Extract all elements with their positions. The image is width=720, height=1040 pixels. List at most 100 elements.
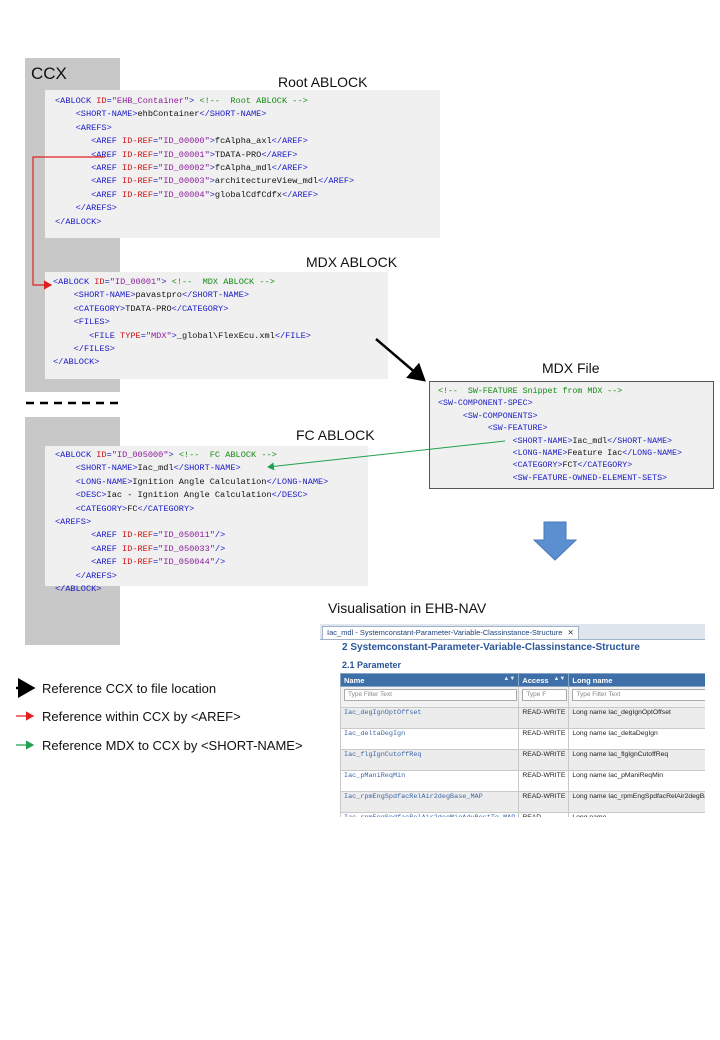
code-line: <CATEGORY>FCT</CATEGORY> [438,461,633,471]
table-header-row: Name▲▼ Access▲▼ Long name▲▼ Mo [339,673,705,687]
code-line: <ABLOCK ID="ID_005000"> <!-- FC ABLOCK -… [55,450,277,460]
code-line: <AREF ID-REF="ID_050033"/> [55,543,226,554]
cell-long: Long name Iac_deltaDegIgn [568,728,705,750]
root-ablock-title: Root ABLOCK [278,74,368,90]
code-line: <AREFS> [55,517,92,528]
code-line: <!-- SW-FEATURE Snippet from MDX --> [438,387,623,396]
code-line: <CATEGORY>FC</CATEGORY> [55,503,195,514]
cell-name[interactable]: Iac_flgIgnCutoffReq [339,749,520,771]
cell-access: READ-WRITE [518,770,570,792]
code-lines: <!-- SW-FEATURE Snippet from MDX --> <SW-… [438,386,682,485]
visualisation-title: Visualisation in EHB-NAV [328,600,487,616]
table-row[interactable]: Iac_rpmEngSpdfacRelAir2degMinAdvBestTq_M… [339,812,705,817]
code-line: <FILE TYPE="MDX">_global\FlexEcu.xml</FI… [53,330,311,341]
legend-green: Reference MDX to CCX by <SHORT-NAME> [42,738,303,753]
code-lines: <ABLOCK ID="ID_00001"> <!-- MDX ABLOCK -… [53,276,311,370]
cell-long: Long name Iac_degIgnOptOffset [568,707,705,729]
code-line: <LONG-NAME>Feature Iac</LONG-NAME> [438,449,682,459]
cell-long: Long name Iac_pManiReqMin [568,770,705,792]
code-line: <AREF ID-REF="ID_00003">architectureView… [55,176,355,187]
legend-red: Reference within CCX by <AREF> [42,709,241,724]
code-line: <ABLOCK ID="ID_00001"> <!-- MDX ABLOCK -… [53,277,275,287]
code-line: <DESC>Iac - Ignition Angle Calculation</… [55,490,308,501]
subsection-heading: 2.1 Parameter [342,660,402,670]
code-line: </ABLOCK> [55,584,102,595]
mdx-file-code: <!-- SW-FEATURE Snippet from MDX --> <SW-… [429,381,714,489]
cell-access: READ-WRITE [518,707,570,729]
down-arrow-icon [532,521,578,561]
code-line: </FILES> [53,344,115,355]
column-header-long-name[interactable]: Long name▲▼ [568,673,705,687]
cell-name[interactable]: Iac_rpmEngSpdfacRelAir2degBase_MAP [339,791,520,813]
code-line: <SW-FEATURE> [438,424,548,434]
code-lines: <ABLOCK ID="EHB_Container"> <!-- Root AB… [55,95,354,229]
sort-icon: ▲▼ [553,675,566,682]
tab-bar: Iac_mdl - Systemconstant-Parameter-Varia… [320,624,705,640]
code-line: <SW-COMPONENTS> [438,411,538,421]
code-line: <AREF ID-REF="ID_050044"/> [55,557,226,568]
ehb-nav-screenshot: Iac_mdl - Systemconstant-Parameter-Varia… [320,624,705,817]
legend-arrows [16,678,36,750]
mdx-file-title: MDX File [542,360,600,376]
column-header-name[interactable]: Name▲▼ [339,673,520,687]
code-line: <AREFS> [55,122,112,133]
fc-ablock-code: <ABLOCK ID="ID_005000"> <!-- FC ABLOCK -… [45,446,368,594]
code-line: <AREF ID-REF="ID_00000">fcAlpha_axl</ARE… [55,136,308,147]
code-line: </AREFS> [55,570,117,581]
file-black-arrow [375,338,426,382]
close-icon[interactable]: ✕ [567,628,574,637]
ccx-label: CCX [31,64,67,83]
cell-long: Long name Iac_flgIgnCutoffReq [568,749,705,771]
fc-ablock-title: FC ABLOCK [296,427,375,443]
filter-input-name[interactable]: Type Filter Text [344,689,518,701]
code-line: <SHORT-NAME>Iac_mdl</SHORT-NAME> [55,463,241,474]
sort-icon: ▲▼ [503,675,516,682]
shortname-green-arrow [267,440,506,471]
code-line: <SHORT-NAME>pavastpro</SHORT-NAME> [53,290,249,301]
code-line: </ABLOCK> [55,216,102,227]
cell-long: Long name Iac_rpmEngSpdfacRelAir2degBase… [568,791,705,813]
section-heading: 2 Systemconstant-Parameter-Variable-Clas… [342,642,640,653]
filter-input-long-name[interactable]: Type Filter Text [572,689,705,701]
legend-black: Reference CCX to file location [42,681,217,696]
cell-name[interactable]: Iac_degIgnOptOffset [339,707,520,729]
cell-name[interactable]: Iac_deltaDegIgn [339,728,520,750]
code-line: <FILES> [53,317,110,328]
parameter-table: Name▲▼ Access▲▼ Long name▲▼ Mo Type Filt… [339,673,705,817]
cell-name[interactable]: Iac_rpmEngSpdfacRelAir2degMinAdvBestTq_M… [339,812,520,817]
code-line: <CATEGORY>TDATA-PRO</CATEGORY> [53,303,229,314]
column-header-access[interactable]: Access▲▼ [518,673,570,687]
code-line: </AREFS> [55,203,117,214]
cell-name[interactable]: Iac_pManiReqMin [339,770,520,792]
code-line: <SHORT-NAME>Iac_mdl</SHORT-NAME> [438,436,673,446]
tab-title: Iac_mdl - Systemconstant-Parameter-Varia… [327,628,563,637]
code-lines: <ABLOCK ID="ID_005000"> <!-- FC ABLOCK -… [55,449,328,596]
aref-red-arrow [32,156,105,290]
mdx-ablock-code: <ABLOCK ID="ID_00001"> <!-- MDX ABLOCK -… [45,272,388,379]
code-line: </ABLOCK> [53,357,100,368]
code-line: <SHORT-NAME>ehbContainer</SHORT-NAME> [55,109,267,120]
code-line: <AREF ID-REF="ID_00004">globalCdfCdfx</A… [55,189,319,200]
code-line: <ABLOCK ID="EHB_Container"> <!-- Root AB… [55,96,308,106]
code-line: <SW-COMPONENT-SPEC> [438,399,533,409]
code-line: <AREF ID-REF="ID_00001">TDATA-PRO</AREF> [55,149,298,160]
cell-access: READ-WRITE [518,791,570,813]
code-line: <LONG-NAME>Ignition Angle Calculation</L… [55,476,329,487]
root-ablock-code: <ABLOCK ID="EHB_Container"> <!-- Root AB… [45,90,440,238]
code-line: <AREF ID-REF="ID_00002">fcAlpha_mdl</ARE… [55,163,308,174]
code-line: <SW-FEATURE-OWNED-ELEMENT-SETS> [438,473,668,483]
filter-row: Type Filter Text Type F Type Filter Text… [339,686,705,708]
dashed-separator [26,401,120,405]
cell-access: READ-WRITE [518,749,570,771]
cell-long: Long name [568,812,705,817]
editor-tab[interactable]: Iac_mdl - Systemconstant-Parameter-Varia… [322,626,579,639]
code-line: <AREF ID-REF="ID_050011"/> [55,530,226,541]
filter-input-access[interactable]: Type F [522,689,568,701]
cell-access: READ- [518,812,570,817]
